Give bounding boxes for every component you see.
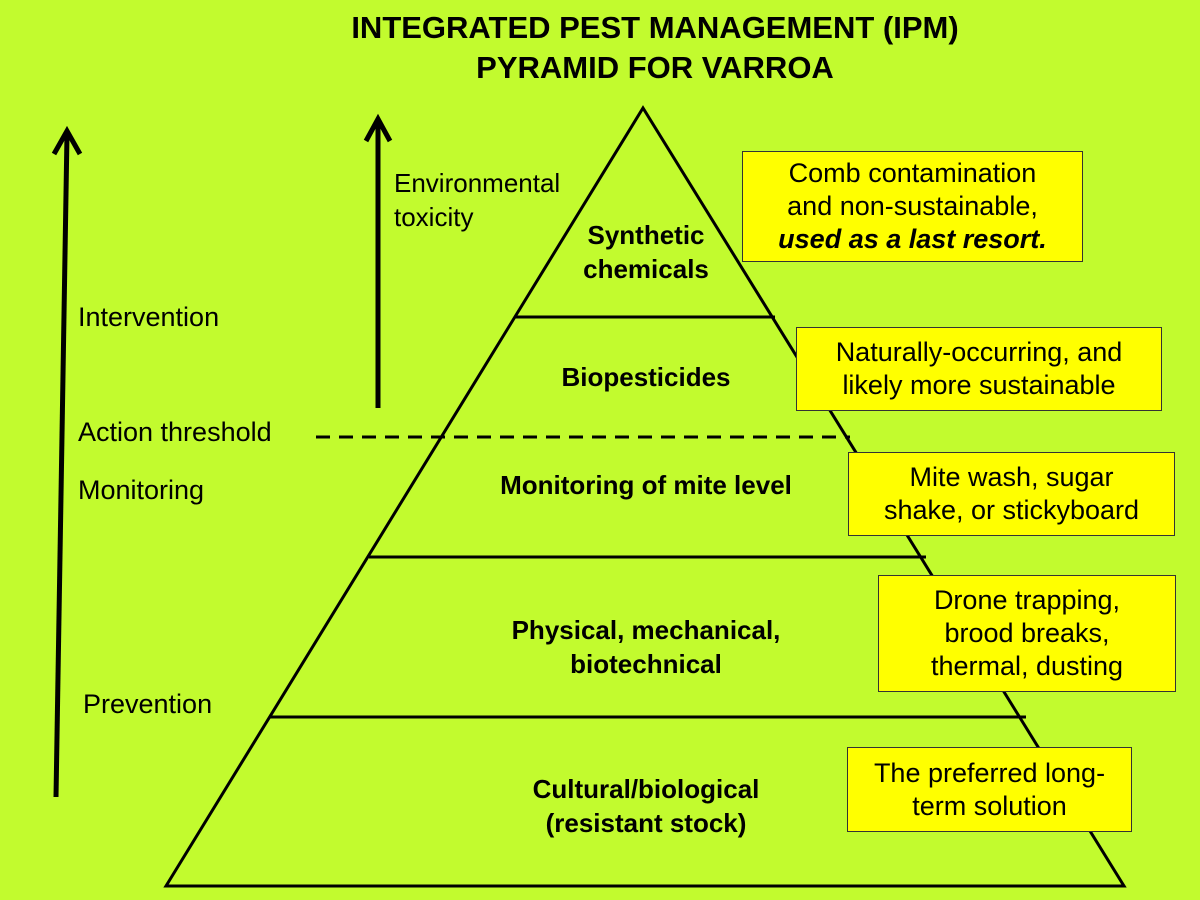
note-synthetic-chemicals: Comb contamination and non-sustainable, … [742,151,1083,262]
environmental-toxicity-line-2: toxicity [394,202,474,232]
level-physical-mechanical: Physical, mechanical, biotechnical [446,613,846,681]
level-synthetic-chemicals-line-1: Synthetic [587,220,705,250]
level-biopesticides: Biopesticides [496,360,796,394]
intervention-label: Intervention [78,302,220,332]
note-synthetic-chemicals-line-2: and non-sustainable, [787,191,1038,221]
environmental-toxicity-line-1: Environmental [394,168,561,198]
title-line-2: PYRAMID FOR VARROA [476,50,834,85]
level-cultural-biological-line-1: Cultural/biological [532,774,760,804]
note-cultural-biological-line-2: term solution [912,790,1067,821]
level-biopesticides-line-1: Biopesticides [561,362,731,392]
level-monitoring-line-1: Monitoring of mite level [500,470,792,500]
prevention-label: Prevention [83,689,213,719]
level-synthetic-chemicals-line-2: chemicals [583,254,709,284]
note-physical-mechanical-line-2: brood breaks, [944,618,1110,648]
level-cultural-biological: Cultural/biological (resistant stock) [446,772,846,840]
environmental-toxicity-label: Environmental toxicity [394,166,560,234]
intervention-arrowhead [51,125,83,156]
note-monitoring: Mite wash, sugar shake, or stickyboard [848,452,1175,536]
note-synthetic-chemicals-line-1: Comb contamination [788,158,1037,188]
diagram-title: INTEGRATED PEST MANAGEMENT (IPM) PYRAMID… [0,8,1200,88]
level-synthetic-chemicals: Synthetic chemicals [546,218,746,286]
level-physical-mechanical-line-1: Physical, mechanical, [511,615,781,645]
note-monitoring-line-2: shake, or stickyboard [883,495,1140,525]
level-cultural-biological-line-2: (resistant stock) [545,808,747,838]
title-line-1: INTEGRATED PEST MANAGEMENT (IPM) [351,10,959,45]
action-threshold-label: Action threshold [78,417,272,447]
note-synthetic-chemicals-line-3: used as a last resort. [778,224,1047,254]
note-biopesticides-line-1: Naturally-occurring, and [835,337,1123,367]
level-monitoring: Monitoring of mite level [446,468,846,502]
note-monitoring-line-1: Mite wash, sugar [909,462,1114,492]
note-biopesticides: Naturally-occurring, and likely more sus… [796,327,1162,411]
note-cultural-biological-line-1: The preferred long- [873,757,1106,788]
note-physical-mechanical-line-1: Drone trapping, [933,585,1121,615]
intervention-arrow [53,133,70,798]
level-physical-mechanical-line-2: biotechnical [570,649,722,679]
note-biopesticides-line-2: likely more sustainable [842,370,1116,400]
note-physical-mechanical: Drone trapping, brood breaks, thermal, d… [878,575,1176,692]
note-physical-mechanical-line-3: thermal, dusting [930,651,1124,681]
environmental-toxicity-arrowhead [363,113,393,143]
note-cultural-biological: The preferred long- term solution [847,747,1132,832]
monitoring-label: Monitoring [78,475,205,505]
